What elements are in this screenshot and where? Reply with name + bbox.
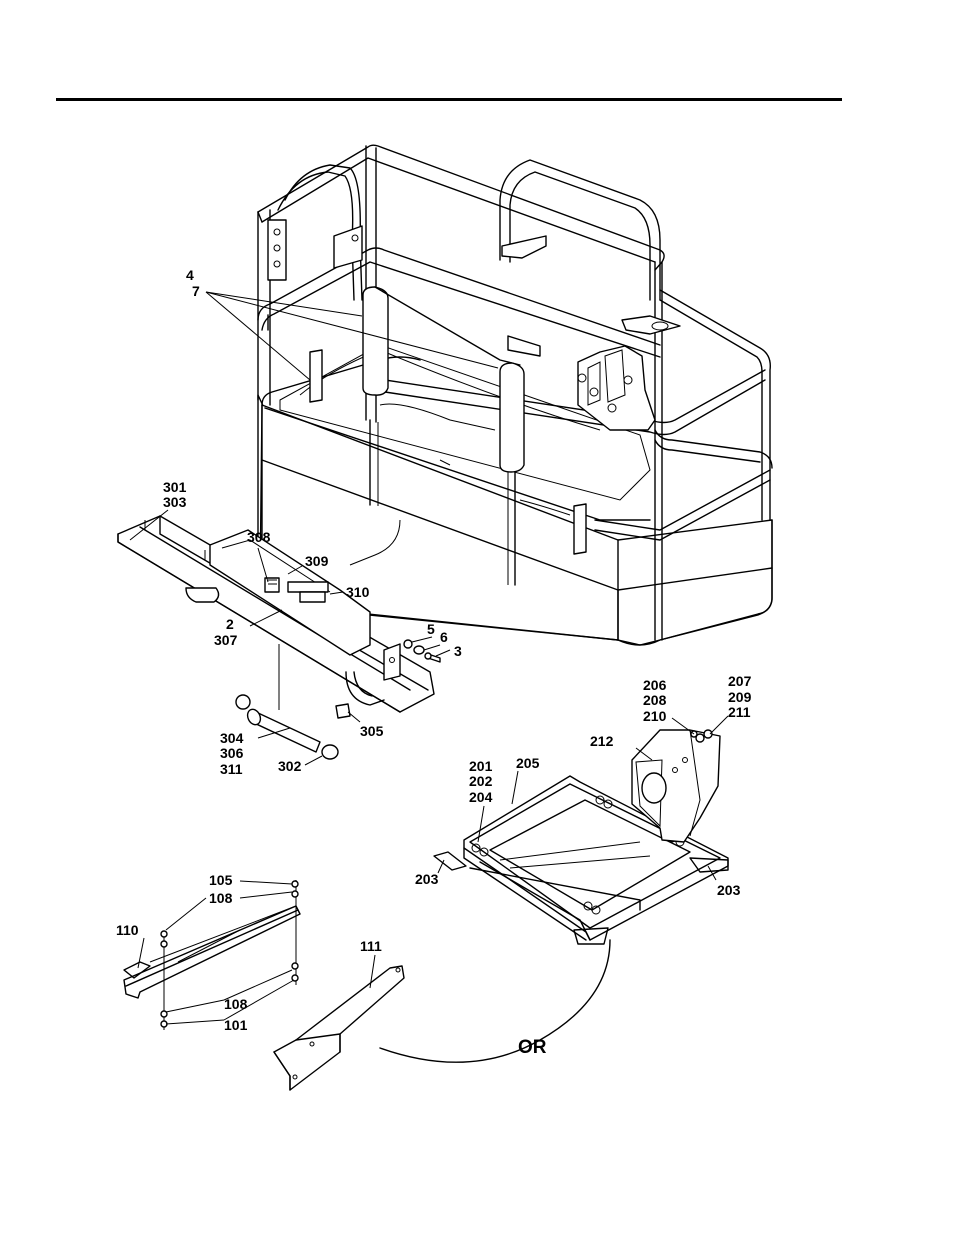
or-alternative-curve [380, 940, 610, 1062]
callout-3: 3 [454, 643, 462, 659]
cap-305 [336, 704, 350, 718]
callout-305: 305 [360, 723, 384, 739]
callout-306: 306 [220, 745, 244, 761]
callout-206: 206 [643, 677, 667, 693]
callout-101: 101 [224, 1017, 248, 1033]
platform-basket [258, 145, 772, 645]
callout-208: 208 [643, 692, 667, 708]
callout-210: 210 [643, 708, 667, 724]
callout-308: 308 [247, 529, 271, 545]
callout-5: 5 [427, 621, 435, 637]
callout-304: 304 [220, 730, 244, 746]
or-label: OR [518, 1037, 547, 1058]
callout-307: 307 [214, 632, 238, 648]
callout-302: 302 [278, 758, 302, 774]
callout-309: 309 [305, 553, 329, 569]
callout-311: 311 [220, 761, 243, 777]
callout-6: 6 [440, 629, 448, 645]
fasteners-5-6-3 [404, 640, 440, 662]
callout-205: 205 [516, 755, 540, 771]
callout-303: 303 [163, 494, 187, 510]
callout-212: 212 [590, 733, 614, 749]
callout-2: 2 [226, 616, 234, 632]
callout-301: 301 [163, 479, 187, 495]
callout-207: 207 [728, 673, 752, 689]
callout-203-right: 203 [717, 882, 741, 898]
support-bracket-111 [274, 966, 404, 1090]
callout-108-upper: 108 [209, 890, 233, 906]
callout-202: 202 [469, 773, 493, 789]
callout-201: 201 [469, 758, 493, 774]
callout-7: 7 [192, 283, 200, 299]
callout-4: 4 [186, 267, 194, 283]
callout-111: 111 [360, 938, 382, 954]
callout-204: 204 [469, 789, 493, 805]
callout-105: 105 [209, 872, 233, 888]
callout-310: 310 [346, 584, 370, 600]
callout-203-left: 203 [415, 871, 439, 887]
tube-part [236, 695, 338, 759]
callout-110: 110 [116, 922, 139, 938]
callout-209: 209 [728, 689, 752, 705]
callout-108-lower: 108 [224, 996, 248, 1012]
callout-211: 211 [728, 704, 751, 720]
callout-labels: 4 7 301 303 308 309 310 2 307 5 6 3 304 … [116, 267, 752, 1058]
